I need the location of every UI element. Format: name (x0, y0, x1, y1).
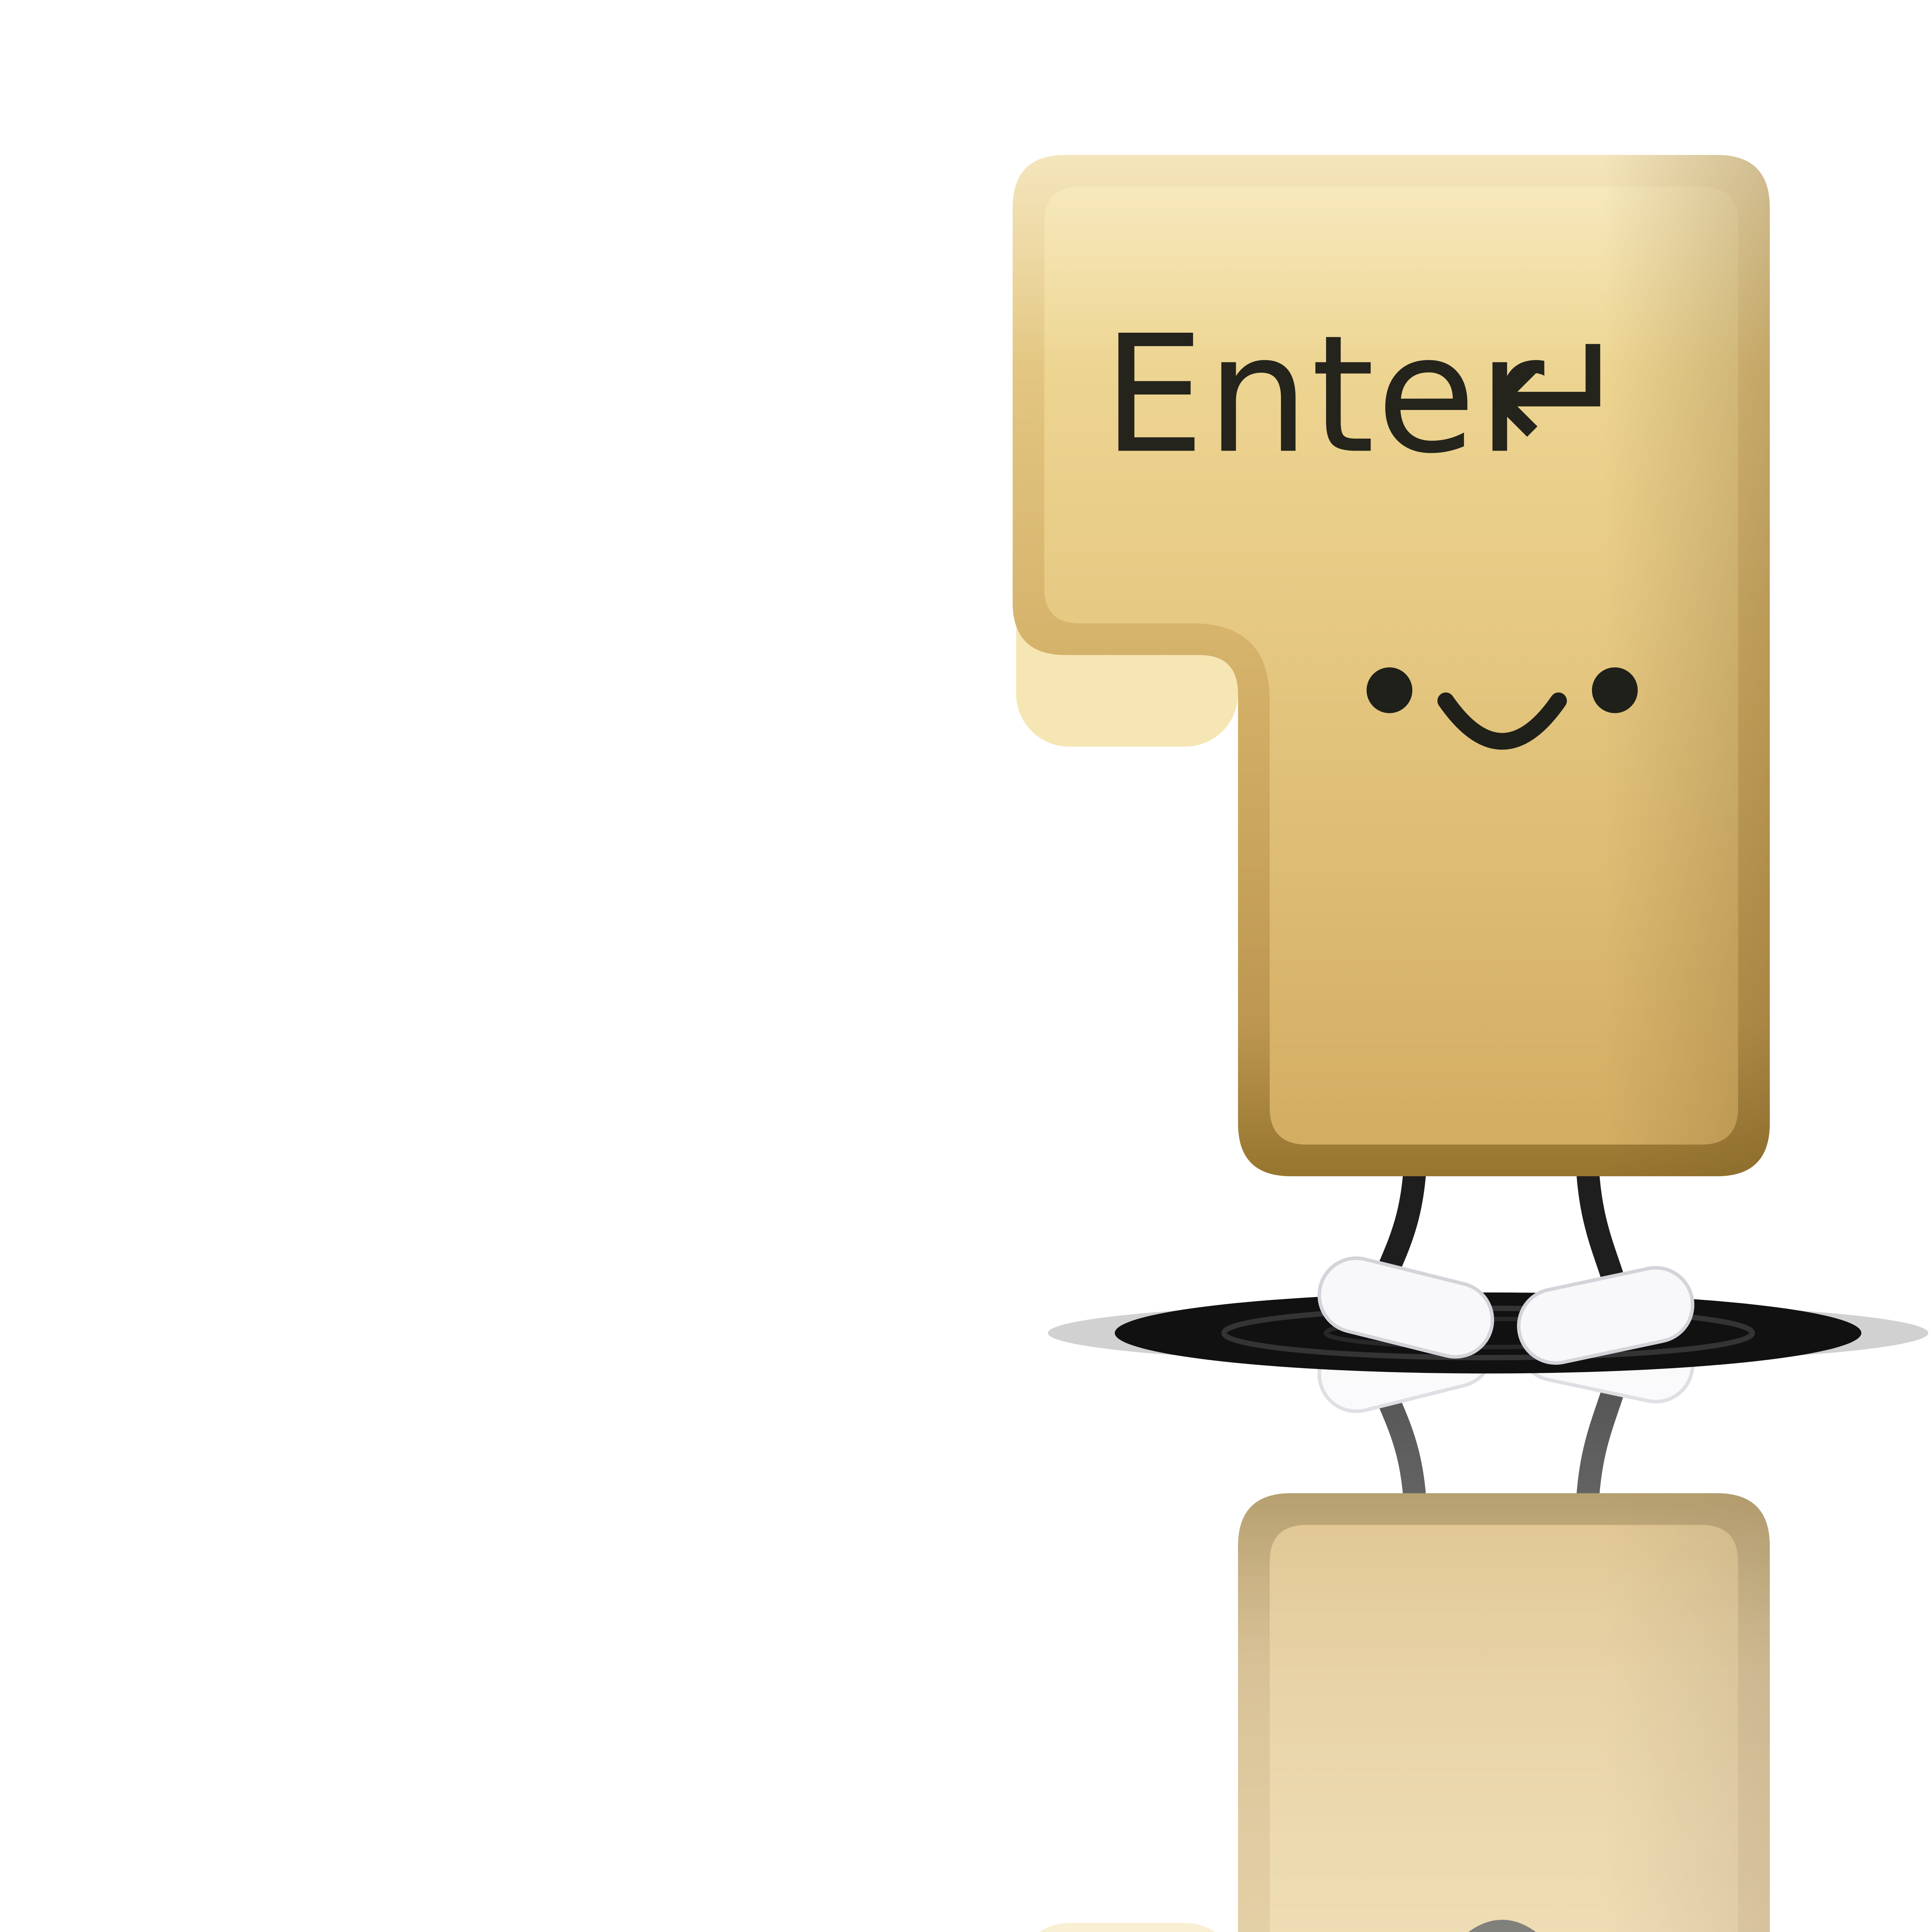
enter-key-character-main (1013, 155, 1770, 1370)
reflection (1013, 1299, 1770, 1932)
reflection-character (1013, 1299, 1770, 1932)
